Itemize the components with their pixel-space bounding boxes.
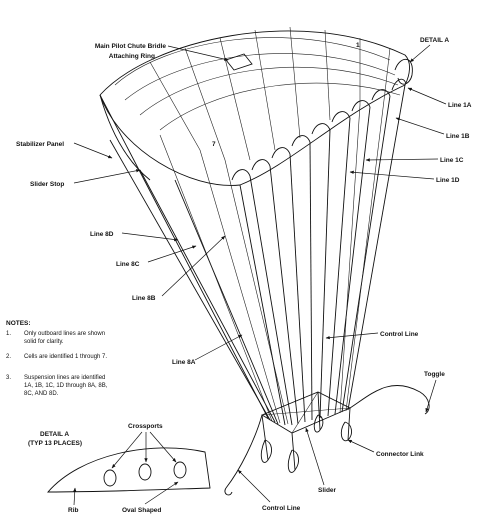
label-cell-1: 1 bbox=[356, 42, 360, 49]
detail-rib: Rib bbox=[68, 507, 79, 514]
label-cell-7: 7 bbox=[212, 141, 216, 148]
canopy bbox=[99, 26, 413, 186]
label-toggle: Toggle bbox=[424, 371, 445, 378]
label-line-8b: Line 8B bbox=[132, 295, 156, 302]
label-bridle-ring-1: Main Pilot Chute Bridle bbox=[95, 43, 167, 50]
note-1-num: 1. bbox=[6, 331, 11, 337]
label-slider: Slider bbox=[318, 487, 337, 494]
note-1-line2: solid for clarity. bbox=[24, 339, 64, 345]
note-1-line1: Only outboard lines are shown bbox=[24, 331, 105, 337]
notes-heading: NOTES: bbox=[6, 320, 31, 327]
label-stabilizer-panel: Stabilizer Panel bbox=[16, 141, 64, 148]
callouts: Main Pilot Chute Bridle Attaching Ring D… bbox=[16, 37, 472, 512]
notes: NOTES: 1. Only outboard lines are shown … bbox=[6, 320, 108, 397]
label-line-8d: Line 8D bbox=[90, 231, 114, 238]
detail-subtitle: (TYP 13 PLACES) bbox=[28, 440, 82, 447]
detail-crossports: Crossports bbox=[128, 423, 163, 430]
label-slider-stop: Slider Stop bbox=[30, 181, 64, 188]
label-line-8a: Line 8A bbox=[172, 359, 196, 366]
note-2-num: 2. bbox=[6, 354, 11, 360]
label-control-line-bottom: Control Line bbox=[262, 505, 301, 512]
detail-oval-shaped: Oval Shaped bbox=[122, 507, 161, 514]
note-3-line2: 1A, 1B, 1C, 1D through 8A, 8B, bbox=[24, 383, 108, 389]
label-bridle-ring-2: Attaching Ring bbox=[109, 53, 155, 60]
note-3-line3: 8C, AND 8D. bbox=[24, 391, 59, 397]
label-control-line-right: Control Line bbox=[380, 331, 419, 338]
detail-a-inset: DETAIL A (TYP 13 PLACES) Crossports Rib … bbox=[28, 423, 211, 514]
label-connector-link: Connector Link bbox=[376, 451, 424, 458]
note-3-line1: Suspension lines are identified bbox=[24, 375, 105, 381]
crossport-oval-2 bbox=[138, 463, 152, 481]
label-line-1c: Line 1C bbox=[440, 157, 464, 164]
slider-assembly bbox=[224, 385, 430, 496]
label-line-8c: Line 8C bbox=[116, 261, 140, 268]
crossport-oval-1 bbox=[103, 469, 117, 487]
label-line-1a: Line 1A bbox=[448, 102, 472, 109]
label-detail-a: DETAIL A bbox=[420, 37, 449, 44]
label-line-1b: Line 1B bbox=[446, 133, 470, 140]
detail-title: DETAIL A bbox=[40, 431, 69, 438]
label-line-1d: Line 1D bbox=[436, 177, 460, 184]
crossport-oval-3 bbox=[173, 461, 187, 479]
rib-airfoil bbox=[47, 447, 211, 493]
note-2-line1: Cells are identified 1 through 7. bbox=[24, 354, 107, 360]
suspension-lines bbox=[99, 84, 406, 426]
note-3-num: 3. bbox=[6, 375, 11, 381]
